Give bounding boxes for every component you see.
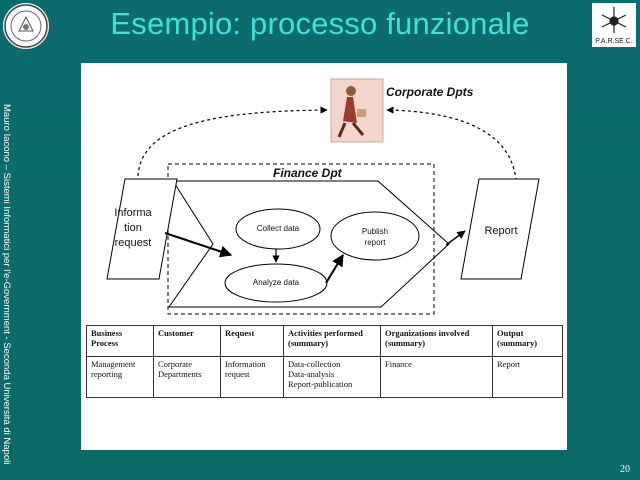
- header-activities: Activities performed(summary): [283, 325, 381, 357]
- process-diagram: [106, 78, 540, 315]
- university-seal-logo: [3, 3, 49, 49]
- collect-data-label: Collect data: [256, 224, 300, 233]
- cell-output: Report: [492, 356, 563, 398]
- page-number: 20: [620, 464, 630, 475]
- header-request: Request: [220, 325, 284, 357]
- corporate-person-image: [330, 78, 384, 143]
- header-output: Output(summary): [492, 325, 563, 357]
- finance-dpt-label: Finance Dpt: [273, 166, 342, 180]
- parsec-logo: P.A.R.SE.C.: [592, 3, 636, 47]
- slide-content-panel: Corporate Dpts Finance Dpt Informa tion …: [81, 63, 567, 450]
- info-request-label: Informa tion request: [114, 207, 152, 249]
- report-label: Report: [484, 225, 518, 237]
- svg-text:P.A.R.SE.C.: P.A.R.SE.C.: [595, 38, 633, 45]
- publish-report-label: Publish report: [361, 227, 389, 247]
- author-sidebar-text: Mauro Iacono – Sistemi Informatici per l…: [1, 104, 12, 465]
- info-request-shape: [106, 178, 178, 280]
- process-shape: [168, 180, 450, 308]
- report-shape: [460, 178, 540, 280]
- analyze-data-label: Analyze data: [252, 278, 300, 287]
- publish-report-ellipse: [330, 211, 420, 261]
- cell-organizations: Finance: [380, 356, 493, 398]
- finance-dept-box: [167, 163, 435, 315]
- header-customer: Customer: [153, 325, 221, 357]
- slide-title: Esempio: processo funzionale: [110, 6, 530, 41]
- header-organizations: Organizations involved(summary): [380, 325, 493, 357]
- collect-data-ellipse: [235, 208, 321, 250]
- corporate-dpts-label: Corporate Dpts: [386, 85, 474, 99]
